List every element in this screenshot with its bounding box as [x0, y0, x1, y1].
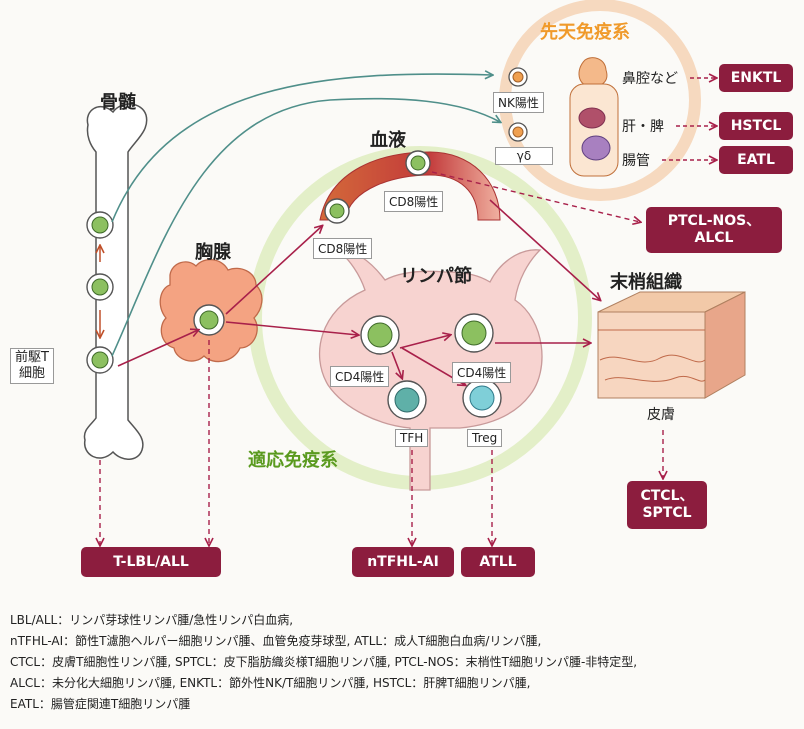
- legend-line-5: EATL：腸管症関連T細胞リンパ腫: [10, 697, 191, 711]
- adaptive-title: 適応免疫系: [248, 450, 338, 471]
- skin-block: [597, 291, 746, 399]
- thymus-label: 胸腺: [195, 242, 231, 263]
- ctcl-sptcl-box: CTCL、 SPTCL: [627, 481, 707, 529]
- bone-cell-upper: [86, 211, 114, 239]
- peripheral-tissue-label: 末梢組織: [610, 272, 682, 293]
- treg-cell: [462, 378, 502, 418]
- gamma-delta-label: γδ: [495, 147, 553, 165]
- arrow-marrow-to-thymus: [117, 330, 198, 367]
- legend-line-2: nTFHL-AI：節性T濾胞ヘルパー細胞リンパ腫、血管免疫芽球型, ATLL：成…: [10, 634, 542, 648]
- intestine-label: 腸管: [622, 153, 650, 169]
- precursor-line2: 細胞: [18, 366, 45, 381]
- ctcl-line1: CTCL、: [640, 488, 694, 505]
- legend-line-3: CTCL：皮膚T細胞性リンパ腫, SPTCL：皮下脂肪織炎様T細胞リンパ腫, P…: [10, 655, 638, 669]
- arrow-cd4-to-cd4: [399, 335, 450, 349]
- ptcl-alcl-box: PTCL-NOS、 ALCL: [646, 207, 782, 253]
- nasal-label: 鼻腔など: [622, 71, 678, 87]
- legend-line-4: ALCL：未分化大細胞リンパ腫, ENKTL：節外性NK/T細胞リンパ腫, HS…: [10, 676, 531, 690]
- ptcl-line2: ALCL: [694, 230, 734, 246]
- blood-cell-left: [324, 198, 350, 224]
- lymph-node-label: リンパ節: [400, 266, 472, 287]
- skin-label: 皮膚: [647, 407, 675, 423]
- arrow-marrow-to-nk: [111, 74, 492, 223]
- precursor-t-cell-label: 前駆T 細胞: [10, 348, 54, 384]
- tlbl-box: T-LBL/ALL: [81, 547, 221, 577]
- ntfhl-box: nTFHL-AI: [352, 547, 454, 577]
- bone-marrow-label: 骨髄: [100, 92, 136, 113]
- diagram-canvas: [83, 0, 746, 600]
- blood-cell-top: [405, 150, 431, 176]
- lymph-node-shape: [318, 249, 543, 491]
- arrow-thymus-to-blood: [225, 226, 322, 315]
- blood-vessel: [319, 151, 501, 221]
- arrow-cd4-to-tfh: [391, 351, 402, 378]
- nk-positive-label: NK陽性: [493, 92, 544, 113]
- lymph-cell-left: [360, 315, 400, 355]
- arrow-blood-to-tissue: [489, 199, 600, 300]
- cd8-thymus-label: CD8陽性: [313, 238, 373, 259]
- treg-label: Treg: [467, 429, 503, 447]
- thymus-cell: [193, 304, 225, 336]
- ptcl-line1: PTCL-NOS、: [667, 213, 761, 230]
- nk-cell: [508, 67, 528, 87]
- cd8-blood-label: CD8陽性: [384, 191, 444, 212]
- legend-line-1: LBL/ALL：リンパ芽球性リンパ腫/急性リンパ白血病,: [10, 613, 294, 627]
- liver-spleen-label: 肝・脾: [622, 119, 664, 135]
- bone-cell-lower: [86, 346, 114, 374]
- abbreviation-legend: LBL/ALL：リンパ芽球性リンパ腫/急性リンパ白血病, nTFHL-AI：節性…: [10, 610, 800, 715]
- bone-cell-middle: [86, 273, 114, 301]
- lymph-cell-right: [454, 313, 494, 353]
- gd-cell: [508, 122, 528, 142]
- arrow-thymus-to-lymph: [225, 321, 358, 335]
- tfh-label: TFH: [395, 429, 429, 447]
- ctcl-line2: SPTCL: [642, 505, 692, 521]
- enktl-box: ENKTL: [719, 64, 793, 92]
- cd4-right-label: CD4陽性: [452, 362, 512, 383]
- eatl-box: EATL: [719, 146, 793, 174]
- cd4-left-label: CD4陽性: [330, 366, 390, 387]
- hstcl-box: HSTCL: [719, 112, 793, 140]
- innate-title: 先天免疫系: [540, 22, 630, 43]
- precursor-line1: 前駆T: [15, 350, 49, 365]
- blood-label: 血液: [370, 130, 406, 151]
- atll-box: ATLL: [461, 547, 535, 577]
- arrow-marrow-to-gd: [111, 97, 500, 357]
- t-cell-lymphoma-diagram: 先天免疫系 適応免疫系 骨髄 胸腺 血液 リンパ節 末梢組織 皮膚 鼻腔など 肝…: [10, 0, 793, 600]
- body-organs: [569, 57, 619, 177]
- tfh-cell: [387, 380, 427, 420]
